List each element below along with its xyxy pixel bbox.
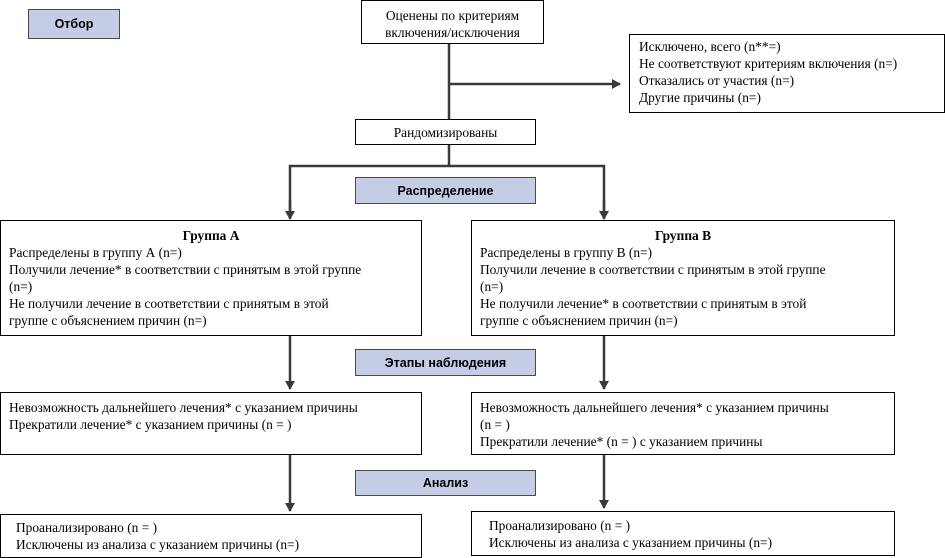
excluded-criteria: Не соответствуют критериям включения (n=… [639, 56, 898, 71]
group-a-analysis-box: Проанализировано (n = ) Исключены из ана… [0, 514, 422, 558]
group-b-followup-box: Невозможность дальнейшего лечения* с ука… [471, 392, 895, 455]
stage-followup-label: Этапы наблюдения [384, 355, 507, 370]
stage-selection-label: Отбор [54, 17, 94, 31]
group-b-not-received: Не получили лечение* в соответствии с пр… [480, 296, 807, 311]
group-b-not-received-reason: группе с объяснением причин (n=) [480, 313, 678, 328]
group-b-box: Группа В Распределены в группу В (n=) По… [471, 220, 895, 336]
group-b-excluded-analysis: Исключены из анализа с указанием причины… [489, 535, 773, 550]
split-line [288, 164, 606, 218]
assessed-box: Оценены по критериям включения/исключени… [361, 0, 544, 44]
group-a-followup-discontinued: Невозможность дальнейшего лечения* с ука… [9, 400, 358, 415]
stage-selection: Отбор [28, 9, 120, 39]
stage-analysis: Анализ [355, 470, 536, 496]
excluded-declined: Отказались от участия (n=) [639, 73, 795, 88]
group-b-followup-stopped: Прекратили лечение* (n = ) с указанием п… [480, 434, 763, 449]
group-a-allocated: Распределены в группу А (n=) [9, 245, 182, 260]
group-b-analyzed: Проанализировано (n = ) [489, 518, 631, 533]
group-a-title: Группа А [182, 228, 240, 243]
group-a-followup-box: Невозможность дальнейшего лечения* с ука… [0, 392, 422, 455]
excluded-other: Другие причины (n=) [639, 90, 761, 105]
group-b-title: Группа В [654, 228, 712, 243]
randomized-box: Рандомизированы [355, 119, 536, 145]
group-b-analysis-box: Проанализировано (n = ) Исключены из ана… [471, 511, 895, 556]
group-b-allocated: Распределены в группу В (n=) [480, 245, 653, 260]
excluded-total: Исключено, всего (n**=) [639, 39, 781, 54]
stage-allocation-label: Распределение [397, 183, 494, 198]
group-b-received: Получили лечение в соответствии с принят… [480, 262, 826, 277]
stage-followup: Этапы наблюдения [355, 349, 536, 376]
group-b-followup-discontinued-n: (n = ) [480, 417, 510, 432]
excluded-box: Исключено, всего (n**=) Не соответствуют… [629, 34, 945, 113]
assessed-line-1: Оценены по критериям [385, 8, 520, 23]
group-a-box: Группа А Распределены в группу А (n=) По… [0, 220, 422, 336]
group-a-followup-stopped: Прекратили лечение* с указанием причины … [9, 417, 292, 432]
group-a-analyzed: Проанализировано (n = ) [16, 520, 158, 535]
stage-allocation: Распределение [355, 177, 536, 204]
group-a-received: Получили лечение* в соответствии с приня… [9, 262, 362, 277]
group-a-not-received-reason: группе с объяснением причин (n=) [9, 313, 207, 328]
group-a-excluded-analysis: Исключены из анализа с указанием причины… [16, 537, 300, 552]
group-b-followup-discontinued: Невозможность дальнейшего лечения* с ука… [480, 400, 829, 415]
assessed-line-2: включения/исключения [385, 25, 520, 40]
randomized-label: Рандомизированы [393, 125, 498, 140]
group-b-received-n: (n=) [480, 279, 504, 294]
group-a-not-received: Не получили лечение в соответствии с при… [9, 296, 329, 311]
stage-analysis-label: Анализ [422, 476, 469, 490]
group-a-received-n: (n=) [9, 279, 33, 294]
